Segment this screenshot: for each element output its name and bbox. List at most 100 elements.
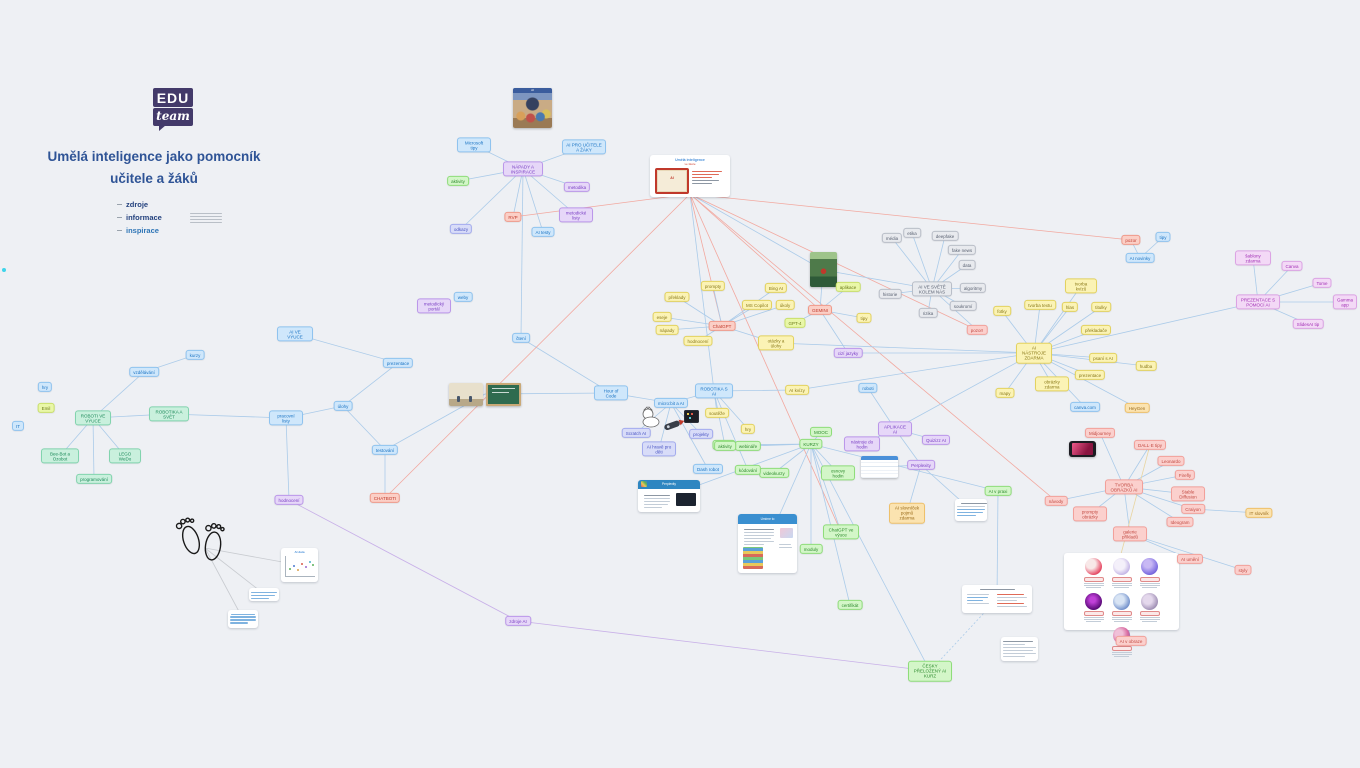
mindmap-node-n5[interactable]: AI hravě pro děti [642, 441, 676, 457]
mindmap-node-o1[interactable]: AI slovníček pojmů zdarma [889, 502, 925, 524]
mindmap-node-h5[interactable]: hlas [1061, 301, 1079, 313]
mindmap-node-n11[interactable]: kódování [734, 464, 762, 476]
mindmap-node-n7[interactable]: projekty [689, 428, 713, 440]
mindmap-node-l7[interactable]: ChatGPT ve výuce [823, 524, 859, 540]
mindmap-node-m1[interactable]: APLIKACE AI [878, 421, 912, 437]
mindmap-node-d5[interactable]: testování [371, 444, 399, 456]
mindmap-node-k1[interactable]: TVORBA OBRÁZKŮ AI [1105, 479, 1143, 495]
mindmap-node-a5[interactable]: metodika [563, 181, 591, 193]
mindmap-node-k12[interactable]: AI umění [1176, 553, 1204, 565]
mindmap-node-a7[interactable]: odkazy [449, 223, 473, 235]
mindmap-node-i6[interactable]: SlidesAI tip [1292, 318, 1324, 330]
mindmap-node-n4[interactable]: Scratch AI [621, 427, 651, 439]
mindmap-node-k2[interactable]: DALL·E tipy [1133, 439, 1167, 451]
mindmap-node-l4[interactable]: videokurzy [759, 467, 789, 479]
mindmap-node-g6[interactable]: data [958, 259, 976, 271]
mindmap-node-a2[interactable]: Microsoft tipy [457, 137, 491, 153]
mindmap-node-n3[interactable]: Hour of Code [594, 385, 628, 401]
mindmap-node-e3[interactable]: překlady [664, 291, 690, 303]
mindmap-node-e11[interactable]: GPT-4 [784, 317, 806, 329]
mindmap-node-h1[interactable]: AI NÁSTROJE ZDARMA [1016, 342, 1052, 364]
mindmap-node-x3[interactable]: čtení [512, 332, 530, 344]
mindmap-node-f3[interactable]: tipy [856, 312, 872, 324]
mindmap-node-b10[interactable]: IT [12, 420, 24, 432]
mindmap-node-k3[interactable]: Leonardo [1157, 455, 1185, 467]
mindmap-node-a4[interactable]: aktivity [447, 175, 469, 187]
mindmap-node-d7[interactable]: CHATBOTI [369, 492, 401, 504]
mindmap-node-g5[interactable]: fake news [947, 244, 977, 256]
mindmap-node-h7[interactable]: překladače [1080, 324, 1112, 336]
text-box-1[interactable] [249, 588, 279, 601]
mindmap-node-k14[interactable]: AI v obraze [1115, 635, 1147, 647]
mindmap-node-e2[interactable]: prompty [700, 280, 726, 292]
mindmap-node-l1[interactable]: KURZY [799, 438, 823, 450]
mindmap-node-h11[interactable]: mapy [995, 387, 1015, 399]
mindmap-node-k6[interactable]: Craiyon [1181, 503, 1205, 515]
mindmap-node-k7[interactable]: Ideogram [1166, 516, 1194, 528]
mindmap-node-i1[interactable]: PREZENTACE S POMOCÍ AI [1236, 294, 1280, 310]
mindmap-node-h2[interactable]: fotky [993, 305, 1011, 317]
mindmap-node-pl[interactable]: cizí jazyky [833, 347, 863, 359]
source-card[interactable]: Umělá inteligence ve škole AI [650, 155, 730, 197]
mindmap-node-j2[interactable]: tipy [1155, 231, 1171, 243]
mindmap-node-g4[interactable]: deepfake [931, 230, 959, 242]
mindmap-node-l10[interactable]: ČESKY PŘELOŽENÝ AI KURZ [908, 660, 952, 682]
mindmap-node-b2[interactable]: vzdělávání [129, 366, 159, 378]
mindmap-node-e5[interactable]: nápady [655, 324, 679, 336]
mindmap-node-a6[interactable]: RVP [504, 211, 522, 223]
mindmap-node-m4[interactable]: Perplexity [907, 459, 935, 471]
mindmap-node-n8[interactable]: aktivity [714, 440, 736, 452]
chalkboard-cartoon-right[interactable] [486, 383, 521, 406]
mindmap-node-d2[interactable]: prezentace [382, 357, 414, 369]
perplexity-screenshot[interactable]: Perplexity [638, 480, 700, 512]
mindmap-node-k8[interactable]: návody [1044, 495, 1068, 507]
mindmap-node-e4[interactable]: eseje [652, 311, 672, 323]
mindmap-node-f2[interactable]: aplikace [835, 281, 861, 293]
mindmap-node-i4[interactable]: Tome [1312, 277, 1332, 289]
mindmap-node-d4[interactable]: pracovní listy [269, 410, 303, 426]
mindmap-node-e12[interactable]: AI kvízy [785, 384, 809, 396]
classroom-cartoon-left[interactable] [449, 383, 483, 406]
mindmap-node-g10[interactable]: historie [878, 288, 902, 300]
mindmap-node-l9[interactable]: certifikát [837, 599, 863, 611]
mindmap-node-h6[interactable]: titulky [1091, 301, 1111, 313]
mindmap-node-n9[interactable]: hry [740, 423, 756, 435]
mindmap-node-m3[interactable]: Quizizz AI [921, 434, 951, 446]
mindmap-node-h4[interactable]: tvorba kvízů [1065, 278, 1097, 294]
mindmap-node-d1[interactable]: AI VE VÝUCE [277, 326, 313, 342]
mindmap-node-l8[interactable]: moduly [799, 543, 823, 555]
video-thumbnail[interactable] [676, 493, 696, 506]
forest-photo[interactable] [810, 252, 837, 287]
mindmap-node-k4[interactable]: Firefly [1174, 469, 1196, 481]
mindmap-node-k9[interactable]: prompty obrázky [1073, 506, 1107, 522]
mindmap-node-e9[interactable]: úkoly [775, 299, 795, 311]
mindmap-node-i2[interactable]: šablony zdarma [1235, 250, 1271, 266]
mindmap-node-a8[interactable]: AI testy [531, 226, 555, 238]
mindmap-node-a3[interactable]: AI PRO UČITELE A ŽÁKY [562, 139, 606, 155]
mindmap-node-x1[interactable]: metodický portál [417, 298, 451, 314]
mindmap-node-h3[interactable]: tvorba textu [1024, 299, 1056, 311]
mindmap-node-i5[interactable]: Gamma app [1332, 294, 1358, 310]
mindmap-node-b1[interactable]: ROBOTI VE VÝUCE [75, 410, 111, 426]
mindmap-node-k11[interactable]: IT slovník [1245, 507, 1273, 519]
mindmap-node-n12[interactable]: roboti [858, 382, 878, 394]
mindmap-node-e7[interactable]: MS Copilot [741, 299, 773, 311]
mindmap-node-g3[interactable]: etika [903, 227, 921, 239]
doc-note-2[interactable] [962, 585, 1032, 613]
mindmap-node-k5[interactable]: Stable Diffusion [1171, 486, 1205, 502]
classroom-photo[interactable]: AI [513, 88, 552, 128]
mindmap-node-l6[interactable]: osnovy hodin [821, 465, 855, 481]
mindmap-node-n6[interactable]: soutěže [705, 407, 729, 419]
mindmap-node-g2[interactable]: média [881, 232, 903, 244]
mindmap-node-g9[interactable]: rizika [918, 307, 938, 319]
mindmap-node-k13[interactable]: styly [1234, 564, 1252, 576]
mindmap-node-b4[interactable]: Bee-Bot a Ozobot [41, 448, 79, 464]
mindmap-node-g7[interactable]: algoritmy [959, 282, 987, 294]
mindmap-node-b9[interactable]: Emil [37, 402, 55, 414]
phone-screenshot[interactable] [1069, 441, 1096, 457]
umime-screenshot[interactable]: Umíme to [738, 514, 797, 573]
mindmap-node-b3[interactable]: kurzy [185, 349, 205, 361]
mindmap-node-h13[interactable]: HeyGen [1124, 402, 1150, 414]
mindmap-node-k10[interactable]: galerie příkladů [1113, 526, 1147, 542]
